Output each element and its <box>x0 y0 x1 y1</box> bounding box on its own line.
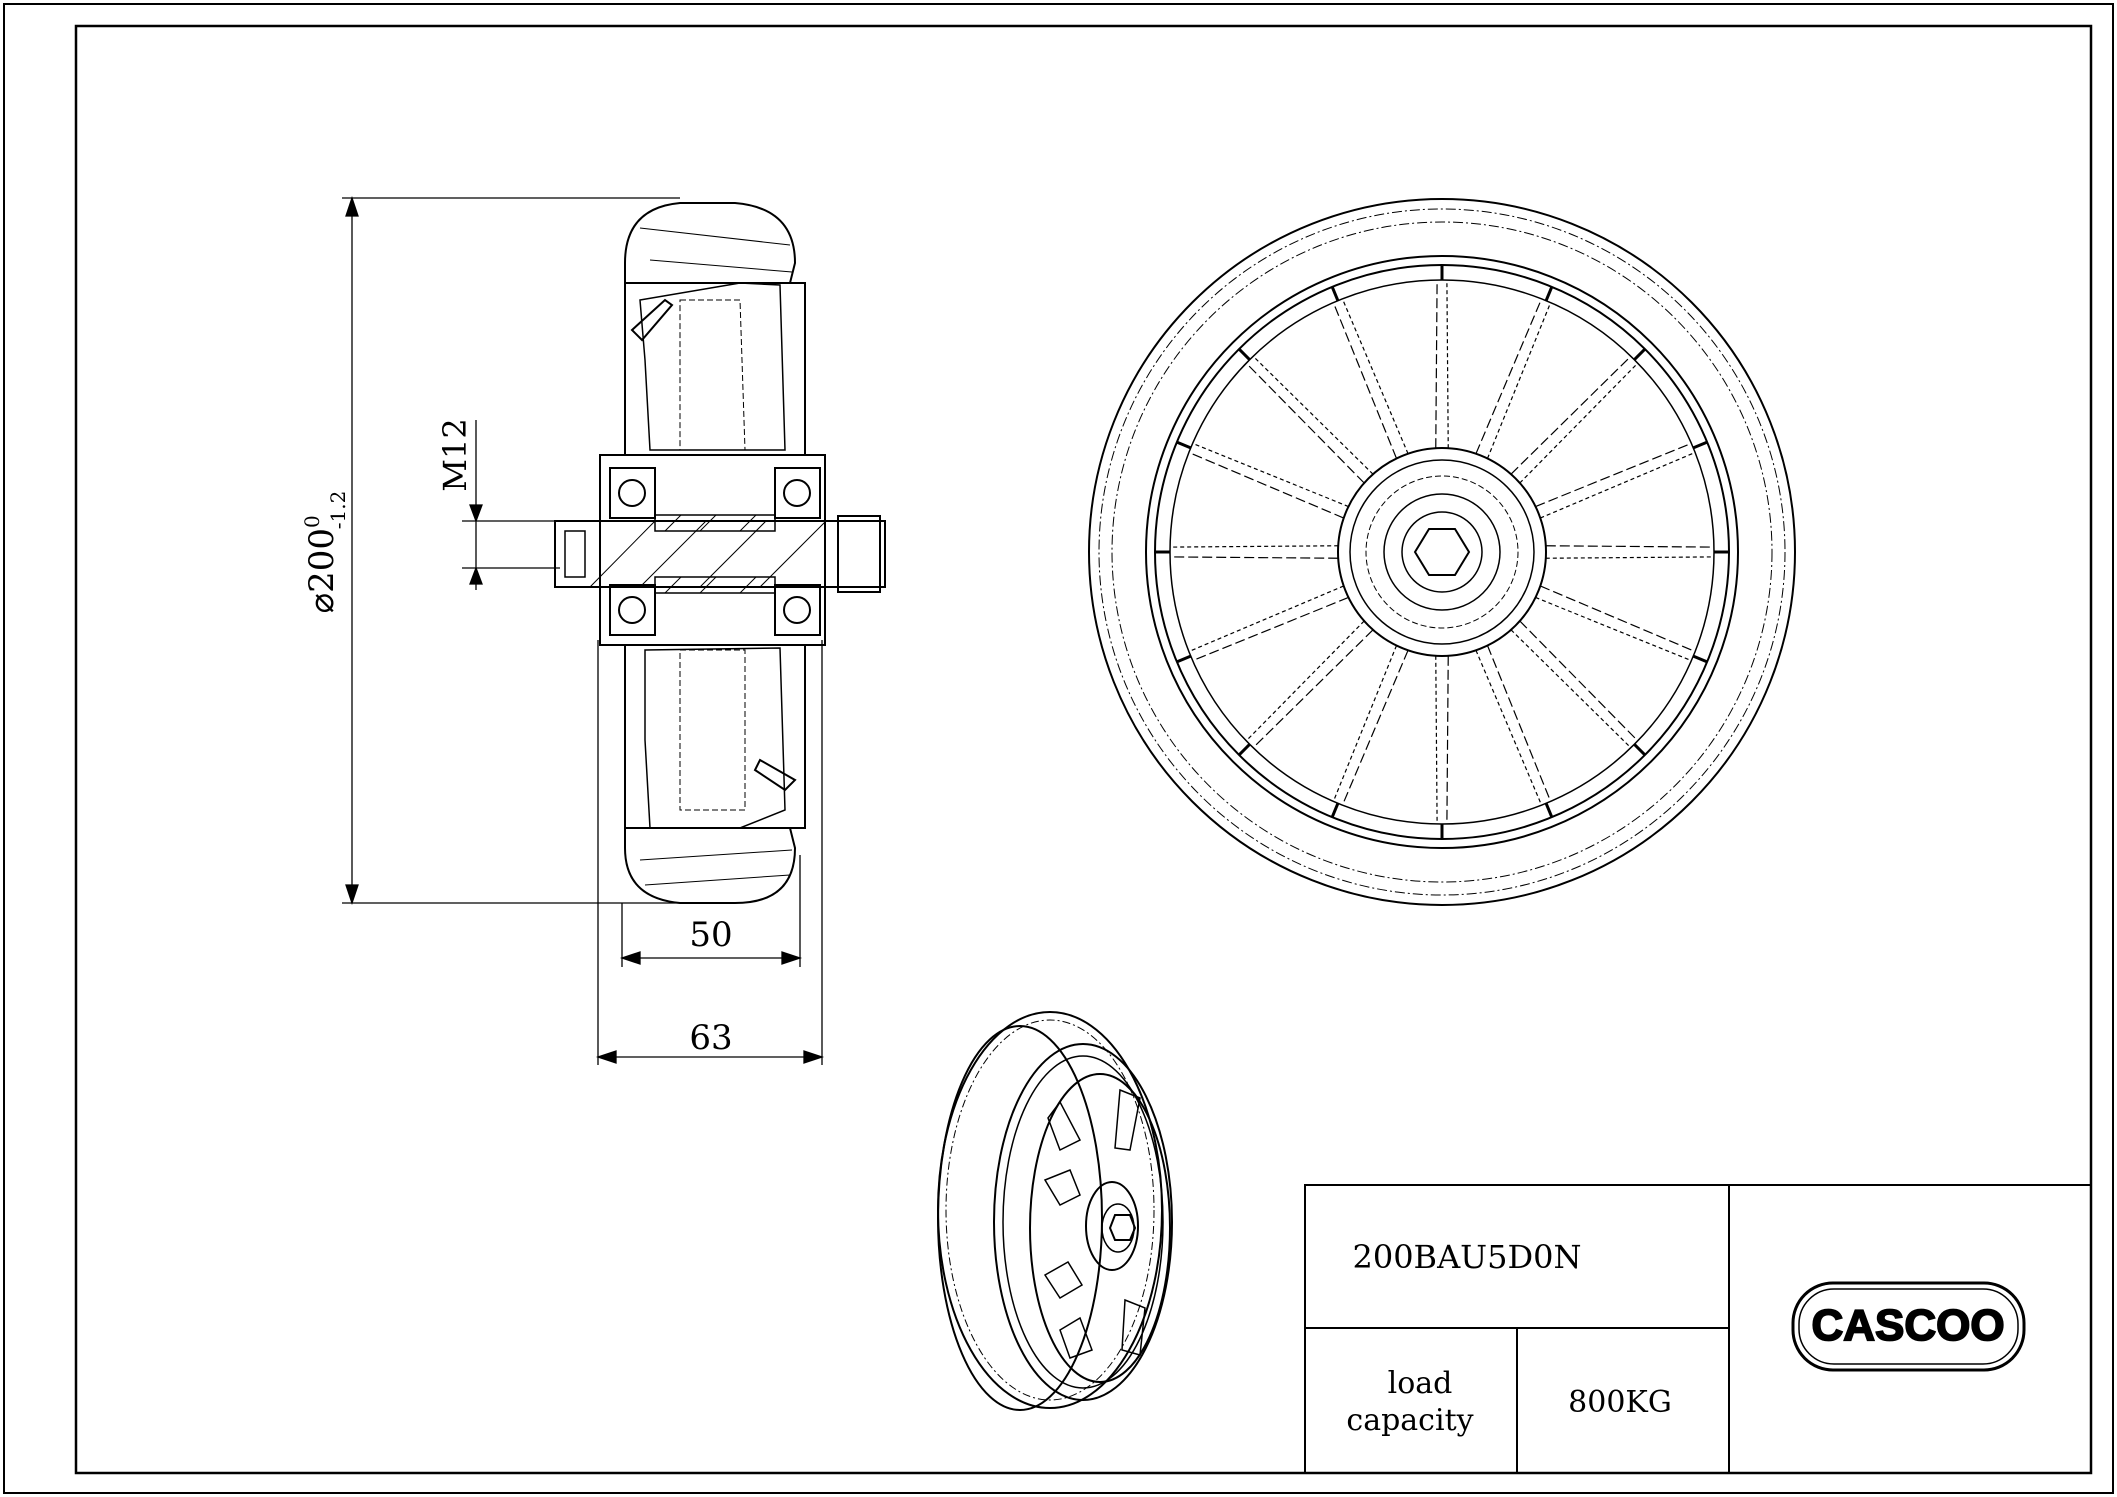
spoke-line <box>1535 596 1692 662</box>
spoke-line <box>1252 629 1374 749</box>
spoke-line <box>1192 596 1349 662</box>
rim-rib <box>1544 286 1554 302</box>
spoke-line <box>1435 655 1438 824</box>
spoke-line <box>1245 362 1365 484</box>
spoke-line <box>1252 355 1374 475</box>
spoke-line <box>1535 442 1692 508</box>
spoke-line <box>1435 280 1438 449</box>
rim-rib <box>1692 440 1708 450</box>
title-block <box>1304 1184 2092 1474</box>
spoke-line <box>1545 556 1714 559</box>
section-view <box>554 202 886 904</box>
inner-width-dimension-label: 50 <box>689 915 732 955</box>
spoke-line <box>1170 556 1339 559</box>
load-capacity-label-line1: load <box>1388 1366 1453 1401</box>
spoke-line <box>1245 620 1365 742</box>
rim-rib <box>1237 743 1251 757</box>
logo-wordmark: CASCOO <box>1811 1301 2004 1350</box>
rim-rib <box>1330 286 1340 302</box>
spoke-line <box>1446 655 1449 824</box>
spoke-line <box>1188 451 1344 519</box>
rim-rib <box>1633 743 1647 757</box>
rim-rib <box>1544 802 1554 818</box>
rim-rib <box>1330 802 1340 818</box>
diameter-dimension-label: ⌀2000-1.2 <box>300 491 350 614</box>
company-logo: CASCOO <box>1791 1281 2026 1372</box>
rim-rib <box>1237 347 1251 361</box>
spoke-line <box>1188 585 1344 653</box>
spoke-line <box>1545 545 1714 548</box>
rim-rib <box>1633 347 1647 361</box>
spoke-line <box>1486 302 1552 459</box>
thread-dimension-label: M12 <box>436 418 474 491</box>
isometric-view <box>937 1011 1173 1411</box>
sheet-border-outer <box>3 3 2114 1494</box>
rim-rib <box>1692 654 1708 664</box>
rim-rib <box>1176 440 1192 450</box>
spoke-line <box>1332 645 1398 802</box>
spoke-line <box>1192 442 1349 508</box>
rim-rib <box>1176 654 1192 664</box>
spoke-line <box>1519 362 1639 484</box>
load-capacity-value: 800KG <box>1568 1385 1672 1420</box>
spoke-line <box>1519 620 1639 742</box>
front-view <box>1088 198 1796 906</box>
dimension-lines <box>342 195 825 1065</box>
spoke-line <box>1510 629 1632 749</box>
load-capacity-label-line2: capacity <box>1346 1403 1473 1438</box>
spoke-line <box>1510 355 1632 475</box>
svg-text:⌀2000-1.2: ⌀2000-1.2 <box>300 491 350 614</box>
spoke-line <box>1170 545 1339 548</box>
spoke-line <box>1540 585 1696 653</box>
spoke-line <box>1446 280 1449 449</box>
spoke-line <box>1540 451 1696 519</box>
drawing-frame <box>74 24 2093 1475</box>
spoke-line <box>1341 298 1409 454</box>
part-number: 200BAU5D0N <box>1352 1238 1581 1276</box>
spoke-line <box>1486 645 1552 802</box>
spoke-line <box>1341 650 1409 806</box>
spoke-line <box>1332 302 1398 459</box>
spoke-line <box>1475 298 1543 454</box>
spoke-line <box>1475 650 1543 806</box>
outer-width-dimension-label: 63 <box>689 1018 732 1058</box>
